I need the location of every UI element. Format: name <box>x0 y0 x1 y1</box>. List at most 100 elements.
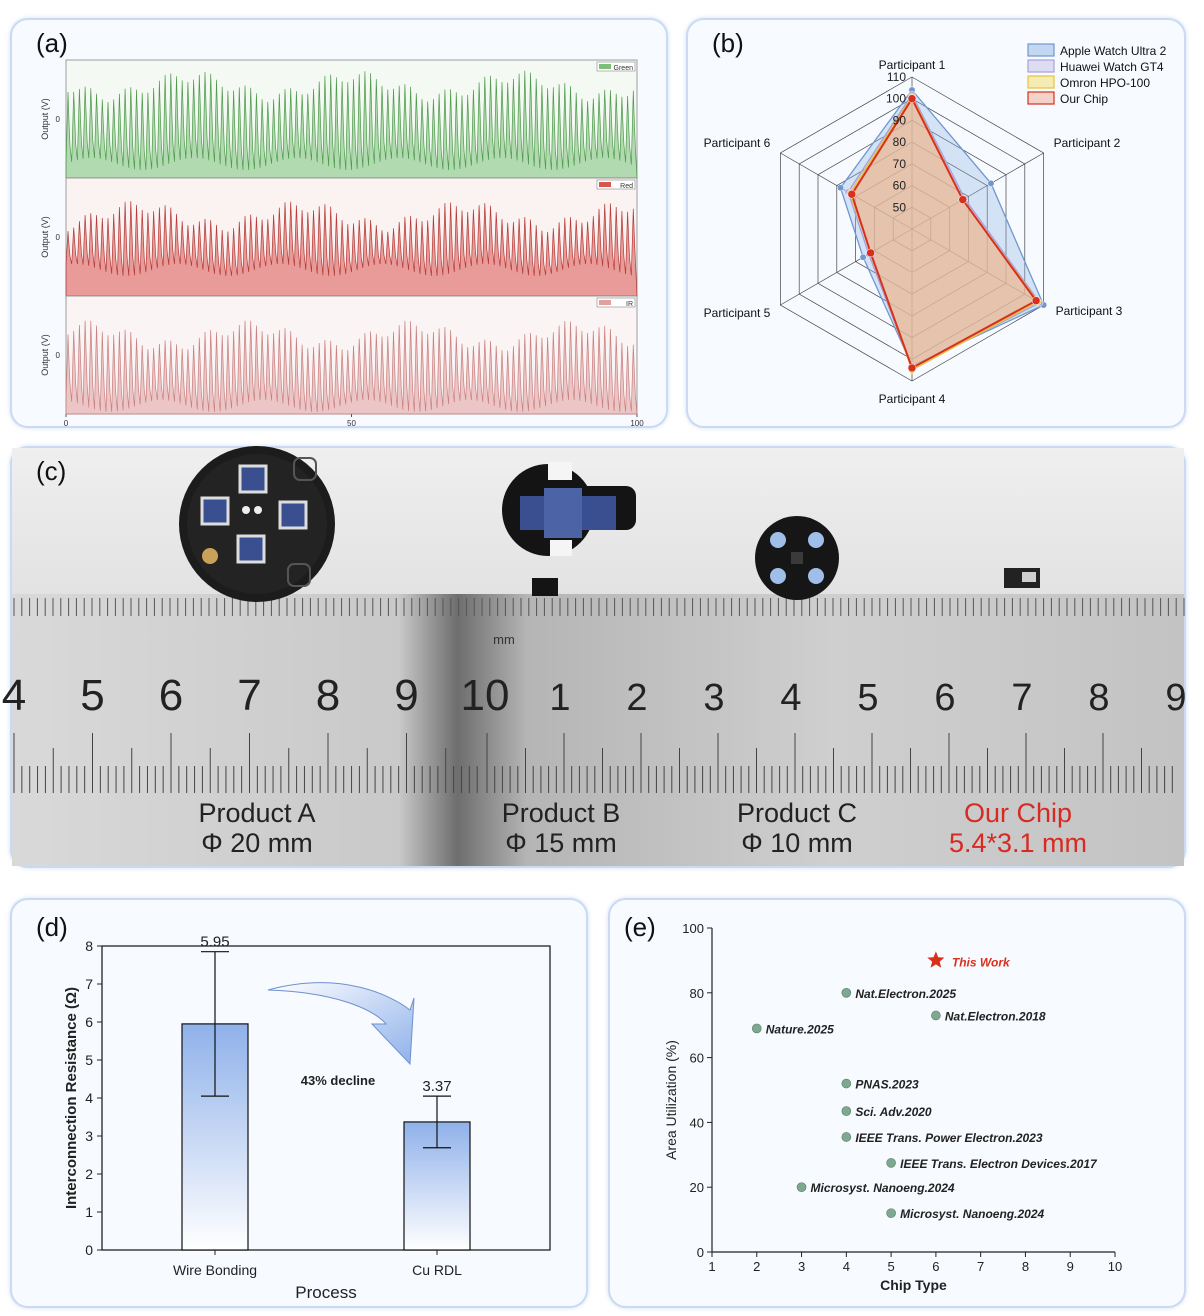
y-axis-label: Interconnection Resistance (Ω) <box>63 987 80 1209</box>
y-tick-label: 3 <box>85 1128 93 1144</box>
scatter-point <box>841 1078 852 1089</box>
r-tick-label: 90 <box>893 113 907 127</box>
y-axis-label: Output (V) <box>40 334 50 376</box>
x-tick-label: 10 <box>1108 1259 1122 1274</box>
product-c-device <box>755 516 839 600</box>
y-tick-label: 6 <box>85 1014 93 1030</box>
legend-box <box>596 61 636 72</box>
scatter-point-label: Sci. Adv.2020 <box>855 1105 932 1119</box>
legend-label: Huawei Watch GT4 <box>1060 60 1164 74</box>
product-b-size: Φ 15 mm <box>505 828 617 858</box>
y-tick-label: 8 <box>85 938 93 954</box>
r-tick-label: 100 <box>886 92 906 106</box>
product-c-label: Product C Φ 10 mm <box>702 798 892 858</box>
legend-box <box>596 179 636 190</box>
legend-swatch <box>1027 91 1055 105</box>
signal-waveform-green <box>65 70 638 179</box>
signal-waveform-ir <box>65 320 638 415</box>
y-tick-label: 0 <box>56 233 61 242</box>
ruler-number: 4 <box>2 671 26 720</box>
ruler-number: 9 <box>1165 677 1186 719</box>
legend-swatch <box>1027 59 1055 73</box>
radar-point <box>907 94 917 103</box>
scatter-point <box>751 1023 762 1034</box>
ruler-number: 6 <box>934 677 955 719</box>
y-tick-label: 7 <box>85 976 93 992</box>
bar-value-label: 5.95 <box>200 934 229 951</box>
legend-label: Apple Watch Ultra 2 <box>1060 44 1167 58</box>
y-tick-label: 40 <box>690 1115 704 1130</box>
panel-a-label: (a) <box>36 28 68 58</box>
legend-swatch <box>599 182 611 187</box>
y-tick-label: 0 <box>85 1242 93 1258</box>
product-a-label: Product A Φ 20 mm <box>162 798 352 858</box>
x-tick-label: 7 <box>977 1259 984 1274</box>
y-axis-label: Area Utilization (%) <box>663 1040 679 1160</box>
legend-label: Our Chip <box>1060 92 1108 106</box>
legend-swatch <box>1027 75 1055 89</box>
legend-label-green: Green <box>614 65 634 72</box>
product-a-size: Φ 20 mm <box>201 828 313 858</box>
ruler-number: 5 <box>857 677 878 719</box>
scatter-point-label: Nature.2025 <box>766 1022 834 1036</box>
r-tick-label: 50 <box>893 200 907 214</box>
panel-d-label: (d) <box>36 912 68 942</box>
our-chip-device <box>1004 568 1040 588</box>
product-b-label: Product B Φ 15 mm <box>466 798 656 858</box>
scatter-point-label: Microsyst. Nanoeng.2024 <box>900 1207 1044 1221</box>
x-tick-label: 0 <box>64 419 69 428</box>
ruler-number: 1 <box>549 677 570 719</box>
scatter-point-label: Nat.Electron.2018 <box>945 1009 1046 1023</box>
x-tick-label: 1 <box>708 1259 715 1274</box>
y-tick-label: 0 <box>697 1245 704 1260</box>
ruler-number: 8 <box>316 671 340 720</box>
ruler-number: 7 <box>1011 677 1032 719</box>
radar-point <box>847 190 857 199</box>
our-chip-label: Our Chip 5.4*3.1 mm <box>918 798 1118 858</box>
ruler-number: 9 <box>394 671 418 720</box>
radar-spoke <box>911 152 1044 230</box>
radar-point <box>958 195 968 204</box>
y-tick-label: 80 <box>690 986 704 1001</box>
scatter-point-label: Nat.Electron.2025 <box>855 987 956 1001</box>
legend-swatch <box>1027 43 1055 57</box>
x-axis-label: Process <box>295 1283 356 1302</box>
x-tick-label: 4 <box>843 1259 850 1274</box>
panel-e-label: (e) <box>624 912 656 942</box>
radar-point <box>907 363 917 373</box>
x-tick-label: Cu RDL <box>412 1262 462 1278</box>
radar-spoke <box>780 228 913 306</box>
ruler-number: 4 <box>780 677 801 719</box>
ruler-number: 5 <box>80 671 104 720</box>
radar-axis-label: Participant 1 <box>879 58 946 72</box>
product-c-name: Product C <box>736 798 858 828</box>
product-b-name: Product B <box>501 798 621 828</box>
y-tick-label: 0 <box>56 115 61 124</box>
scatter-point <box>841 1106 852 1116</box>
x-tick-label: 2 <box>753 1259 760 1274</box>
panel-c-label: (c) <box>36 456 67 486</box>
x-tick-label: 50 <box>347 419 356 428</box>
legend-label-red: Red <box>620 183 633 190</box>
scatter-point <box>886 1158 896 1168</box>
y-tick-label: 4 <box>85 1090 93 1106</box>
scatter-point-star <box>927 951 945 968</box>
radar-point <box>866 248 875 258</box>
product-c-size: Φ 10 mm <box>741 828 853 858</box>
x-tick-label: 5 <box>887 1259 894 1274</box>
y-axis-label: Output (V) <box>40 216 50 258</box>
y-tick-label: 0 <box>56 351 61 360</box>
scatter-point-label: IEEE Trans. Electron Devices.2017 <box>900 1157 1098 1171</box>
scatter-point-label: IEEE Trans. Power Electron.2023 <box>855 1131 1043 1145</box>
x-tick-label: 9 <box>1067 1259 1074 1274</box>
ruler-number: 2 <box>626 677 647 719</box>
y-tick-label: 2 <box>85 1166 93 1182</box>
y-tick-label: 20 <box>690 1180 704 1195</box>
ruler-number: 7 <box>237 671 261 720</box>
legend-swatch <box>599 300 611 305</box>
scatter-point <box>886 1208 896 1218</box>
